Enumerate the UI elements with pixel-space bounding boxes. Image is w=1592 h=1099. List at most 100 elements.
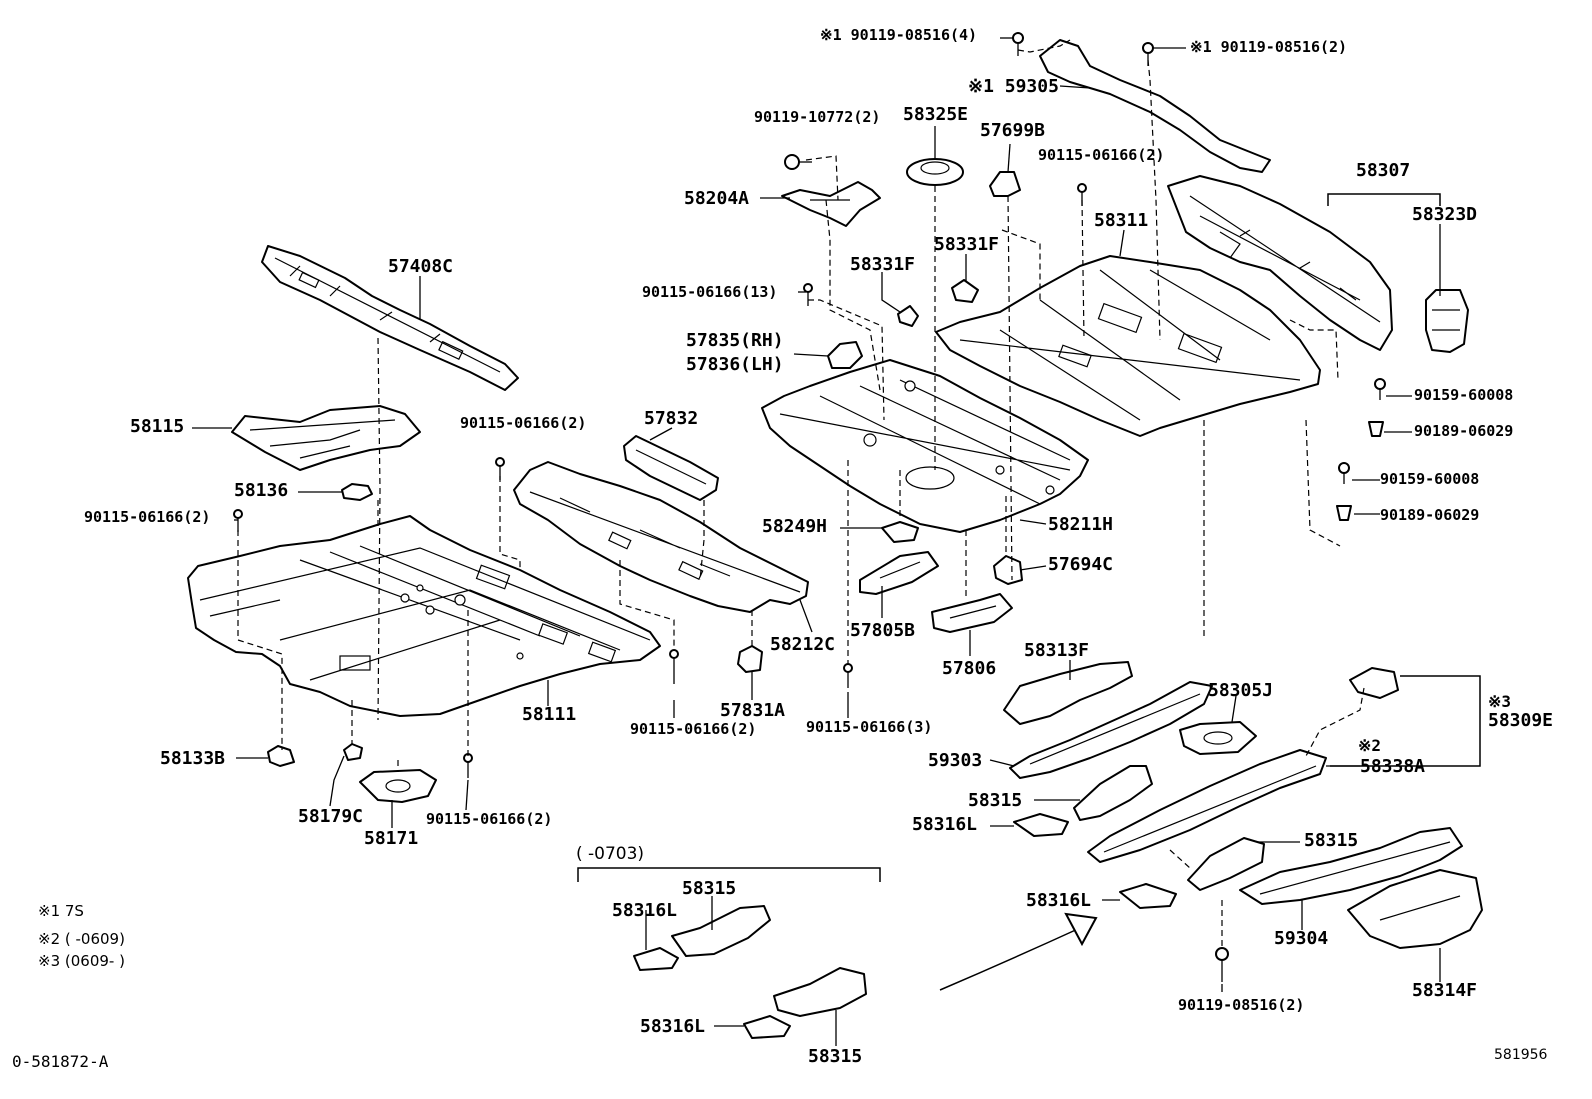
part-58307 <box>1167 175 1393 351</box>
part-57408C <box>261 245 519 391</box>
arrow-to-inset <box>939 912 1098 991</box>
part-58311 <box>935 255 1321 437</box>
label-58133B: 58133B <box>160 748 226 769</box>
label-58316L-c: 58316L <box>1026 890 1092 911</box>
label-58325E: 58325E <box>903 104 969 125</box>
label-90115-06166-2-bot: 90115-06166(2) <box>630 720 757 738</box>
label-57408C: 57408C <box>388 256 454 277</box>
label-57699B: 57699B <box>980 120 1046 141</box>
part-57835 <box>827 341 863 369</box>
part-57694C <box>993 555 1023 585</box>
bracket-58309E <box>1330 675 1481 767</box>
part-58331F-b <box>897 305 919 327</box>
label-59305: ※1 59305 <box>968 76 1059 97</box>
label-58331F-b: 58331F <box>850 254 916 275</box>
label-58315-b: 58315 <box>1304 830 1359 851</box>
label-58307: 58307 <box>1356 160 1411 181</box>
part-58115 <box>231 405 421 471</box>
part-58316L-a <box>1013 813 1069 837</box>
label-57806: 57806 <box>942 658 997 679</box>
label-58204A: 58204A <box>684 188 750 209</box>
part-58204A <box>781 181 881 227</box>
part-58111 <box>187 515 661 717</box>
label-90115-06166-2-mid: 90115-06166(2) <box>460 414 587 432</box>
label-58249H: 58249H <box>762 516 828 537</box>
inset-bracket <box>577 867 881 882</box>
label-90115-06166-2-top: 90115-06166(2) <box>1038 146 1165 164</box>
legend-note-2: ※2 ( -0609) <box>38 930 125 948</box>
part-58338A <box>1087 749 1327 863</box>
label-59303: 59303 <box>928 750 983 771</box>
label-90119-08516-2-top: ※1 90119-08516(2) <box>1190 38 1348 56</box>
label-58212C: 58212C <box>770 634 836 655</box>
illustration-number: 581956 <box>1494 1047 1548 1063</box>
label-58316L-a: 58316L <box>912 814 978 835</box>
assembly-lines <box>237 39 1365 950</box>
label-58315-a: 58315 <box>968 790 1023 811</box>
legend-note-1: ※1 7S <box>38 902 84 920</box>
label-90119-08516-4: ※1 90119-08516(4) <box>820 26 978 44</box>
label-57835: 57835(RH) <box>686 330 784 351</box>
part-58179C <box>343 743 363 761</box>
part-58212C <box>513 461 809 613</box>
label-57832: 57832 <box>644 408 699 429</box>
part-58211H <box>761 359 1089 533</box>
part-58323D <box>1425 289 1469 353</box>
label-58111: 58111 <box>522 704 577 725</box>
part-58316L-d <box>1119 883 1177 909</box>
label-58309E-note: ※3 <box>1488 692 1512 711</box>
part-58133B <box>267 745 295 767</box>
part-59305 <box>1039 39 1271 173</box>
label-90115-06166-2-btm: 90115-06166(2) <box>426 810 553 828</box>
fasteners <box>233 32 1386 982</box>
label-58338A-note: ※2 <box>1358 736 1382 755</box>
label-58115: 58115 <box>130 416 185 437</box>
label-57805B: 57805B <box>850 620 916 641</box>
label-58211H: 58211H <box>1048 514 1114 535</box>
leader-lines <box>192 37 1441 1046</box>
part-58314F <box>1347 869 1483 949</box>
label-58331F-a: 58331F <box>934 234 1000 255</box>
part-58315-a <box>1073 765 1153 821</box>
label-58313F: 58313F <box>1024 640 1090 661</box>
part-58136 <box>341 483 373 501</box>
part-57806 <box>931 593 1013 633</box>
inset-parts <box>633 905 867 1039</box>
label-90115-06166-2-left: 90115-06166(2) <box>84 508 211 526</box>
part-57805B <box>859 551 939 595</box>
label-90115-06166-3: 90115-06166(3) <box>806 718 933 736</box>
drawing-number: 0-581872-A <box>12 1052 109 1071</box>
label-58305J: 58305J <box>1208 680 1274 701</box>
part-57831A <box>737 645 763 673</box>
part-59303 <box>1009 681 1213 779</box>
inset-range-label: ( -0703) <box>576 844 645 864</box>
label-57831A: 57831A <box>720 700 786 721</box>
legend-note-3: ※3 (0609- ) <box>38 952 125 970</box>
part-58325E <box>906 158 964 186</box>
label-90119-08516-2-bot: 90119-08516(2) <box>1178 996 1305 1014</box>
label-58171: 58171 <box>364 828 419 849</box>
label-58136: 58136 <box>234 480 289 501</box>
label-57694C: 57694C <box>1048 554 1114 575</box>
label-90159-60008-b: 90159-60008 <box>1380 470 1480 488</box>
label-90189-06029-a: 90189-06029 <box>1414 422 1514 440</box>
label-58179C: 58179C <box>298 806 364 827</box>
label-58311: 58311 <box>1094 210 1149 231</box>
part-57832 <box>623 435 719 501</box>
label-90115-06166-13: 90115-06166(13) <box>642 283 778 301</box>
label-58338A: 58338A <box>1360 756 1426 777</box>
label-57836: 57836(LH) <box>686 354 784 375</box>
part-58313F <box>1003 661 1133 725</box>
part-58305J <box>1179 721 1257 755</box>
label-58314F: 58314F <box>1412 980 1478 1001</box>
label-90189-06029-b: 90189-06029 <box>1380 506 1480 524</box>
label-58309E: 58309E <box>1488 710 1554 731</box>
part-57699B <box>989 171 1021 197</box>
part-59304 <box>1239 827 1463 905</box>
label-90119-10772: 90119-10772(2) <box>754 108 881 126</box>
bracket-58307 <box>1327 193 1441 206</box>
label-58323D: 58323D <box>1412 204 1478 225</box>
label-58315-c: 58315 <box>682 878 737 899</box>
